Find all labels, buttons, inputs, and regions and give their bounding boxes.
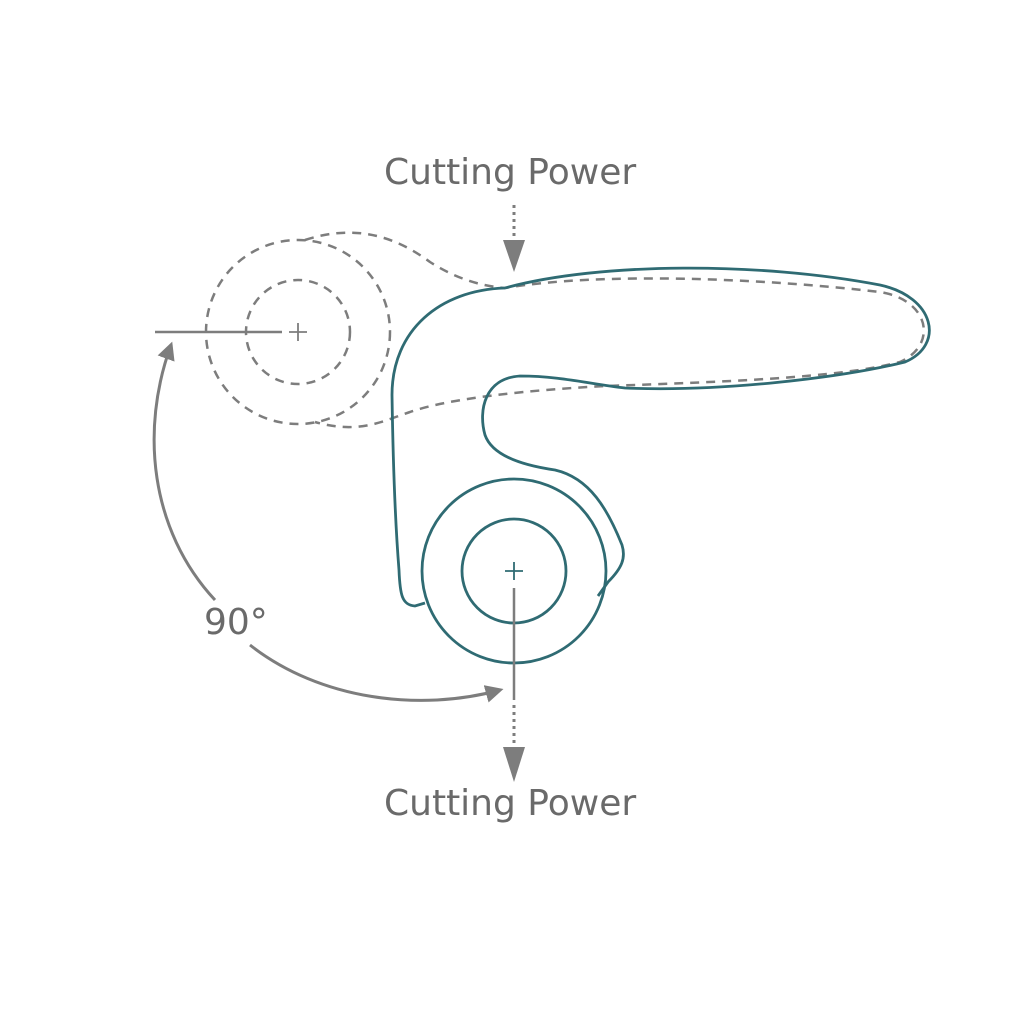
- cutting-power-top-label: Cutting Power: [384, 152, 637, 193]
- angle-label: 90°: [204, 602, 268, 643]
- cutting-power-bottom-label: Cutting Power: [384, 783, 637, 824]
- solid-handle: [390, 266, 931, 608]
- plus-icon: [505, 562, 523, 580]
- angle-arc: [249, 643, 504, 703]
- solid-tool-outline: [390, 266, 931, 665]
- arrow-down-icon: [503, 705, 525, 782]
- arrow-down-icon: [503, 205, 525, 272]
- dashed-tool-outline: [204, 231, 926, 429]
- angle-arc: [152, 341, 217, 602]
- plus-icon: [289, 323, 307, 341]
- dashed-handle: [304, 231, 926, 429]
